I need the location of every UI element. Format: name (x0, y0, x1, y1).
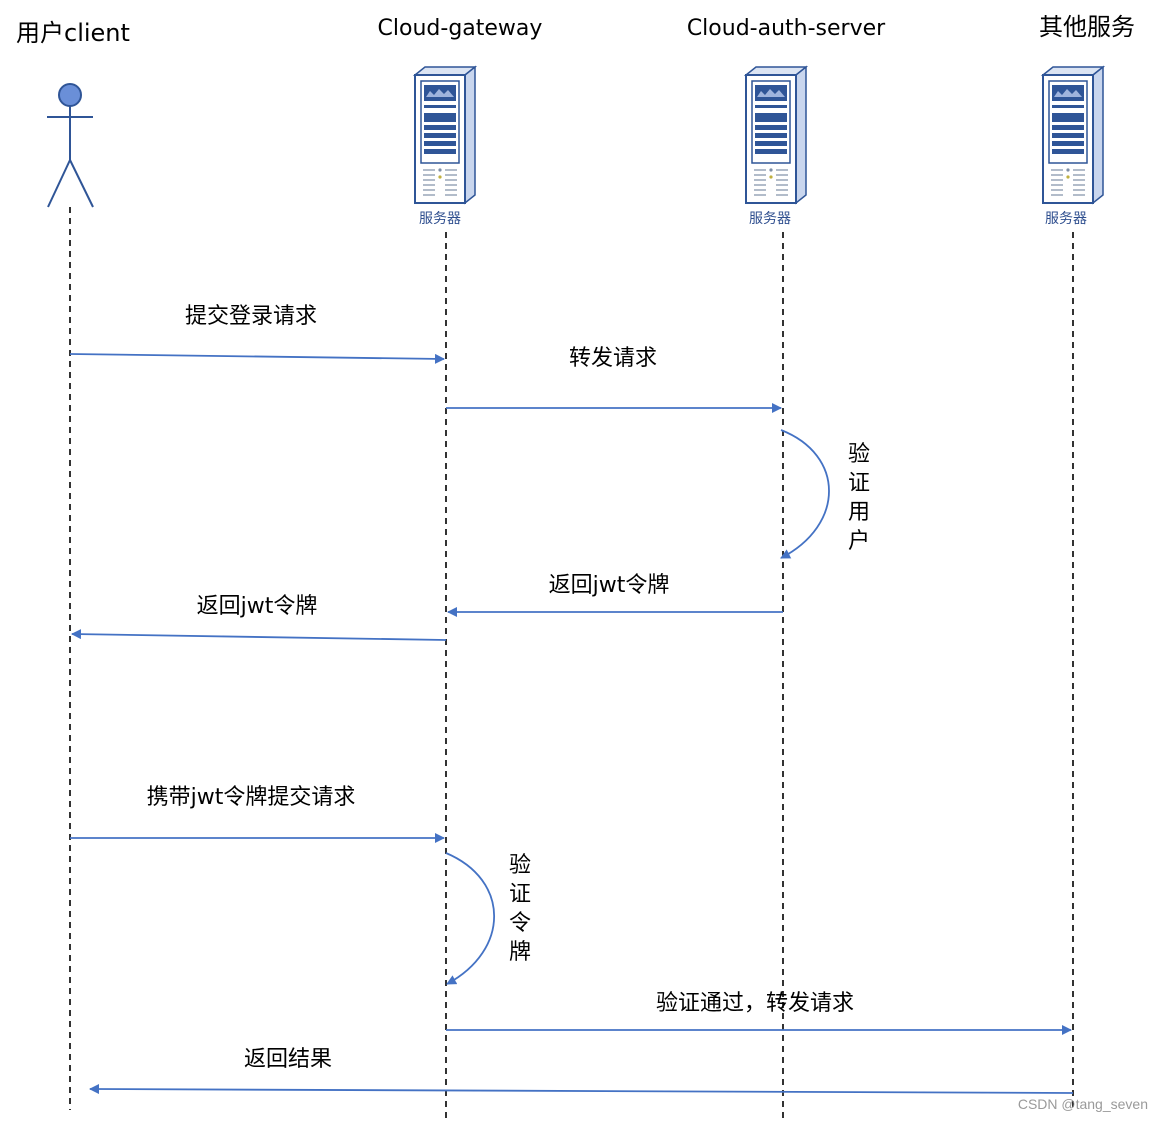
message-arrow-return-jwt-gateway (71, 629, 447, 641)
participant-label-user: 用户client (16, 19, 130, 47)
self-message-char: 用 (848, 500, 870, 525)
self-message-label-verify-token: 验 证 令 牌 (509, 853, 531, 965)
server-caption-auth: 服务器 (749, 211, 791, 227)
self-message-arrow-verify-token (445, 852, 495, 985)
self-message-char: 证 (509, 882, 531, 907)
message-label-return-jwt-gateway: 返回jwt令牌 (197, 594, 318, 619)
message-label-submit-login: 提交登录请求 (185, 304, 317, 329)
self-message-char: 验 (509, 853, 531, 878)
message-label-return-jwt-auth: 返回jwt令牌 (549, 573, 670, 598)
watermark: CSDN @tang_seven (1018, 1096, 1148, 1112)
message-label-return-result: 返回结果 (244, 1047, 332, 1072)
self-message-char: 证 (848, 471, 870, 496)
self-message-char: 户 (848, 529, 870, 554)
server-caption-gateway: 服务器 (419, 211, 461, 227)
self-message-arrow-verify-user (780, 429, 830, 559)
message-arrow-return-result (89, 1084, 1074, 1095)
self-message-char: 令 (509, 911, 531, 936)
message-arrow-submit-login (69, 353, 445, 364)
actor-icon (47, 83, 94, 208)
server-caption-other: 服务器 (1045, 211, 1087, 227)
message-label-carry-jwt: 携带jwt令牌提交请求 (147, 785, 356, 810)
participant-label-other: 其他服务 (1039, 13, 1135, 41)
message-label-forward-request: 转发请求 (569, 346, 657, 371)
server-icon: 服务器 (1042, 66, 1104, 227)
participant-label-gateway: Cloud-gateway (378, 16, 543, 41)
server-icon: 服务器 (414, 66, 476, 227)
self-message-label-verify-user: 验 证 用 户 (848, 442, 870, 554)
server-icon: 服务器 (745, 66, 807, 227)
message-label-verified-forward: 验证通过，转发请求 (656, 991, 854, 1016)
self-message-char: 牌 (509, 940, 531, 965)
self-message-char: 验 (848, 442, 870, 467)
participant-label-auth: Cloud-auth-server (687, 16, 886, 41)
